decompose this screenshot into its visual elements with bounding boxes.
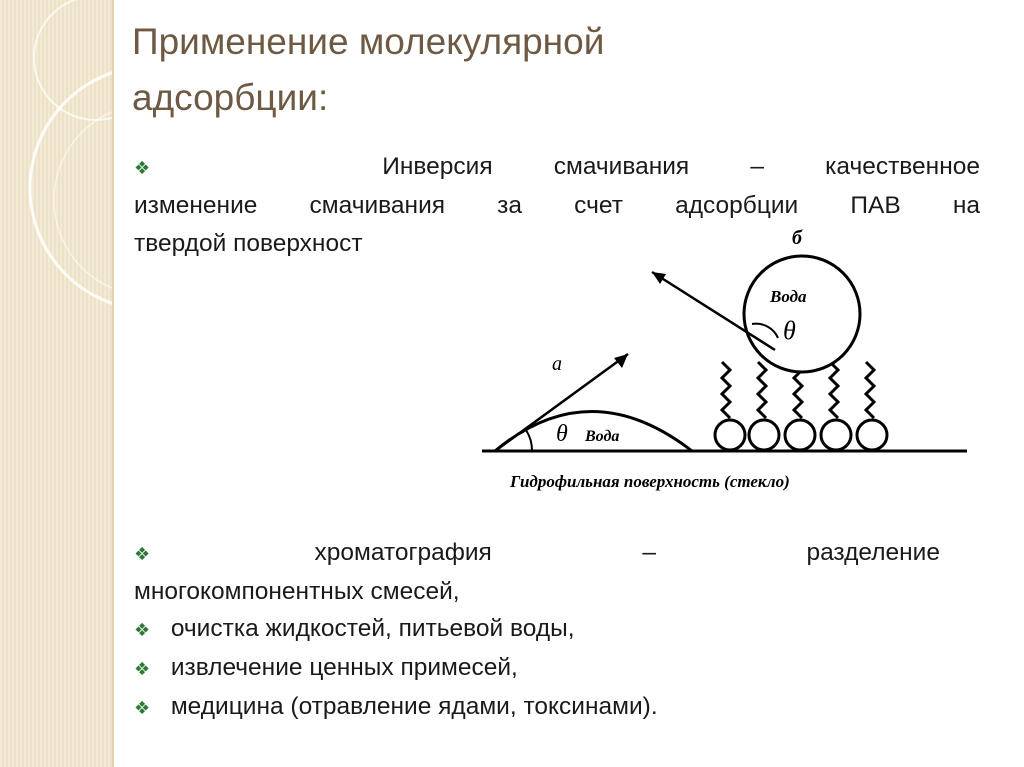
list-word: хроматография <box>314 539 492 566</box>
list-text: очистка жидкостей, питьевой воды, <box>170 615 575 642</box>
diamond-bullet-icon: ❖ <box>134 620 151 640</box>
paragraph-line-1: ❖ Инверсия смачивания – качественное <box>134 148 980 187</box>
list-item-purification: ❖ очистка жидкостей, питьевой воды, <box>134 610 940 649</box>
decorative-circles <box>28 0 112 305</box>
list-text: медицина (отравление ядами, токсинами). <box>170 693 658 720</box>
paragraph-word: смачивания <box>553 153 690 180</box>
inversion-paragraph: ❖ Инверсия смачивания – качественное изм… <box>134 148 980 263</box>
list-item-medicine: ❖ медицина (отравление ядами, токсинами)… <box>134 688 940 727</box>
applications-list: ❖ хроматография – разделение многокомпон… <box>134 534 940 727</box>
paragraph-line-3: твердой поверхност <box>134 230 363 257</box>
paragraph-line-2: изменение смачивания за счет адсорбции П… <box>134 192 980 219</box>
angle-arc-right <box>751 322 779 339</box>
surface-caption: Гидрофильная поверхность (стекло) <box>509 472 790 491</box>
theta-label-right: θ <box>783 316 796 345</box>
arrowhead-b-icon <box>652 272 666 284</box>
surfactant-heads <box>713 418 889 452</box>
water-droplet-right <box>742 254 862 374</box>
title-line-2: адсорбции: <box>132 77 329 118</box>
paragraph-word: Инверсия <box>382 153 493 180</box>
diamond-bullet-icon: ❖ <box>134 698 151 718</box>
decorative-side-band <box>0 0 112 767</box>
list-word: – <box>642 539 656 566</box>
water-label-left: Вода <box>584 428 619 445</box>
diamond-bullet-icon: ❖ <box>134 544 151 564</box>
paragraph-word: качественное <box>825 153 980 180</box>
list-text: извлечение ценных примесей, <box>170 654 518 681</box>
list-word: разделение <box>806 539 940 566</box>
diamond-bullet-icon: ❖ <box>134 158 151 178</box>
arrowhead-a-icon <box>614 354 628 368</box>
theta-label-left: θ <box>556 421 568 447</box>
surfactant-tails <box>719 360 877 420</box>
paragraph-word: – <box>750 153 764 180</box>
water-label-right: Вода <box>769 287 807 306</box>
list-item-chromatography-cont: многокомпонентных смесей, <box>134 578 460 605</box>
band-edge-line <box>112 0 114 767</box>
wetting-inversion-diagram: θ Вода а Вода θ б Гидрофильная поверхнос… <box>482 227 967 491</box>
angle-arc-left <box>525 429 534 452</box>
title-line-1: Применение молекулярной <box>132 21 605 62</box>
list-item-chromatography: ❖ хроматография – разделение <box>134 534 940 573</box>
list-item-extraction: ❖ извлечение ценных примесей, <box>134 649 940 688</box>
contact-angle-arrow-b <box>651 270 776 352</box>
contact-angle-arrow-a <box>494 352 629 453</box>
label-b: б <box>792 227 803 249</box>
slide-title: Применение молекулярной адсорбции: <box>132 14 992 126</box>
label-a: а <box>552 353 562 375</box>
diamond-bullet-icon: ❖ <box>134 659 151 679</box>
